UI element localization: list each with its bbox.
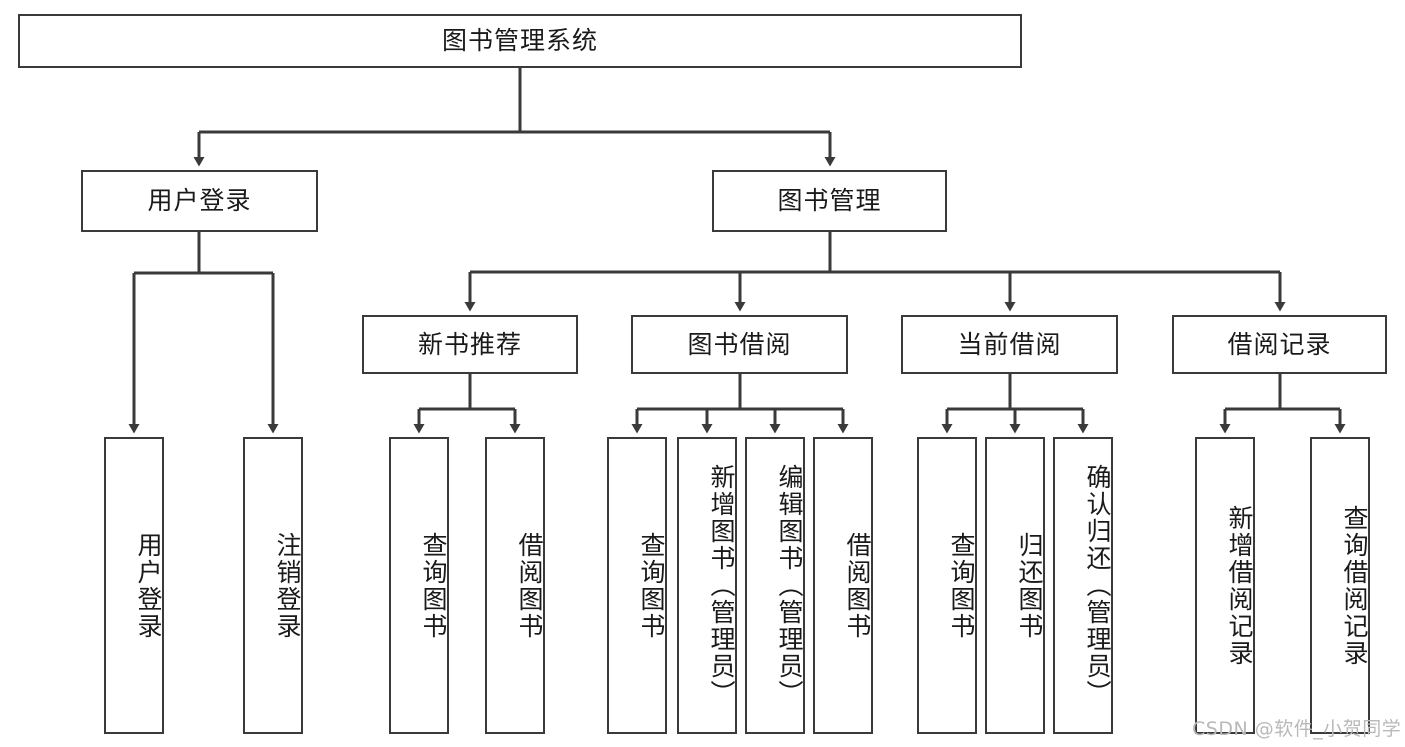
node-leaf-cur-query-book[interactable]: 查询图书 bbox=[917, 437, 977, 734]
node-leaf-rec-query-record[interactable]: 查询借阅记录 bbox=[1310, 437, 1370, 734]
node-leaf-user-logout-label: 注销登录 bbox=[273, 531, 302, 640]
node-leaf-borrow-borrow-book[interactable]: 借阅图书 bbox=[813, 437, 873, 734]
node-leaf-borrow-query-book[interactable]: 查询图书 bbox=[607, 437, 667, 734]
node-leaf-borrow-borrow-book-label: 借阅图书 bbox=[843, 531, 872, 640]
node-leaf-user-login[interactable]: 用户登录 bbox=[104, 437, 164, 734]
node-leaf-cur-query-book-label: 查询图书 bbox=[947, 531, 976, 640]
node-leaf-user-logout[interactable]: 注销登录 bbox=[243, 437, 303, 734]
node-leaf-rec-query-book[interactable]: 查询图书 bbox=[389, 437, 449, 734]
csdn-watermark: CSDN @软件_小贺同学 bbox=[1192, 718, 1402, 740]
node-leaf-borrow-add-book[interactable]: 新增图书（管理员） bbox=[677, 437, 737, 734]
node-leaf-borrow-query-book-label: 查询图书 bbox=[637, 531, 666, 640]
node-leaf-borrow-add-book-label: 新增图书（管理员） bbox=[707, 464, 736, 707]
node-new-book-rec[interactable]: 新书推荐 bbox=[362, 315, 578, 374]
node-leaf-user-login-label: 用户登录 bbox=[134, 531, 163, 640]
node-book-manage[interactable]: 图书管理 bbox=[712, 170, 947, 232]
node-leaf-rec-add-record-label: 新增借阅记录 bbox=[1225, 504, 1254, 667]
node-root[interactable]: 图书管理系统 bbox=[18, 14, 1022, 68]
node-leaf-rec-borrow-book[interactable]: 借阅图书 bbox=[485, 437, 545, 734]
node-user-login[interactable]: 用户登录 bbox=[81, 170, 318, 232]
node-root-label: 图书管理系统 bbox=[441, 26, 598, 56]
node-leaf-cur-confirm-return-label: 确认归还（管理员） bbox=[1083, 464, 1112, 707]
edge-group-borrow-record bbox=[1219, 374, 1346, 434]
node-leaf-cur-confirm-return[interactable]: 确认归还（管理员） bbox=[1053, 437, 1113, 734]
node-borrow-record-label: 借阅记录 bbox=[1227, 329, 1332, 359]
node-leaf-cur-return-book-label: 归还图书 bbox=[1015, 531, 1044, 640]
node-leaf-rec-query-record-label: 查询借阅记录 bbox=[1340, 504, 1369, 667]
node-leaf-cur-return-book[interactable]: 归还图书 bbox=[985, 437, 1045, 734]
node-leaf-rec-query-book-label: 查询图书 bbox=[419, 531, 448, 640]
edge-group-root bbox=[193, 68, 836, 167]
edge-group-current-borrow bbox=[941, 374, 1089, 434]
node-leaf-borrow-edit-book-label: 编辑图书（管理员） bbox=[775, 464, 804, 707]
node-leaf-borrow-edit-book[interactable]: 编辑图书（管理员） bbox=[745, 437, 805, 734]
node-new-book-rec-label: 新书推荐 bbox=[417, 329, 522, 359]
node-leaf-rec-borrow-book-label: 借阅图书 bbox=[515, 531, 544, 640]
edge-group-book-manage bbox=[464, 232, 1286, 312]
node-book-borrow-label: 图书借阅 bbox=[687, 329, 792, 359]
node-current-borrow-label: 当前借阅 bbox=[957, 329, 1062, 359]
edge-group-book-borrow bbox=[631, 374, 849, 434]
node-current-borrow[interactable]: 当前借阅 bbox=[901, 315, 1118, 374]
node-user-login-label: 用户登录 bbox=[147, 186, 252, 216]
node-book-manage-label: 图书管理 bbox=[777, 186, 882, 216]
node-leaf-rec-add-record[interactable]: 新增借阅记录 bbox=[1195, 437, 1255, 734]
edge-group-new-book-rec bbox=[413, 374, 521, 434]
node-borrow-record[interactable]: 借阅记录 bbox=[1172, 315, 1387, 374]
edge-group-user-login bbox=[128, 232, 279, 434]
node-book-borrow[interactable]: 图书借阅 bbox=[631, 315, 848, 374]
